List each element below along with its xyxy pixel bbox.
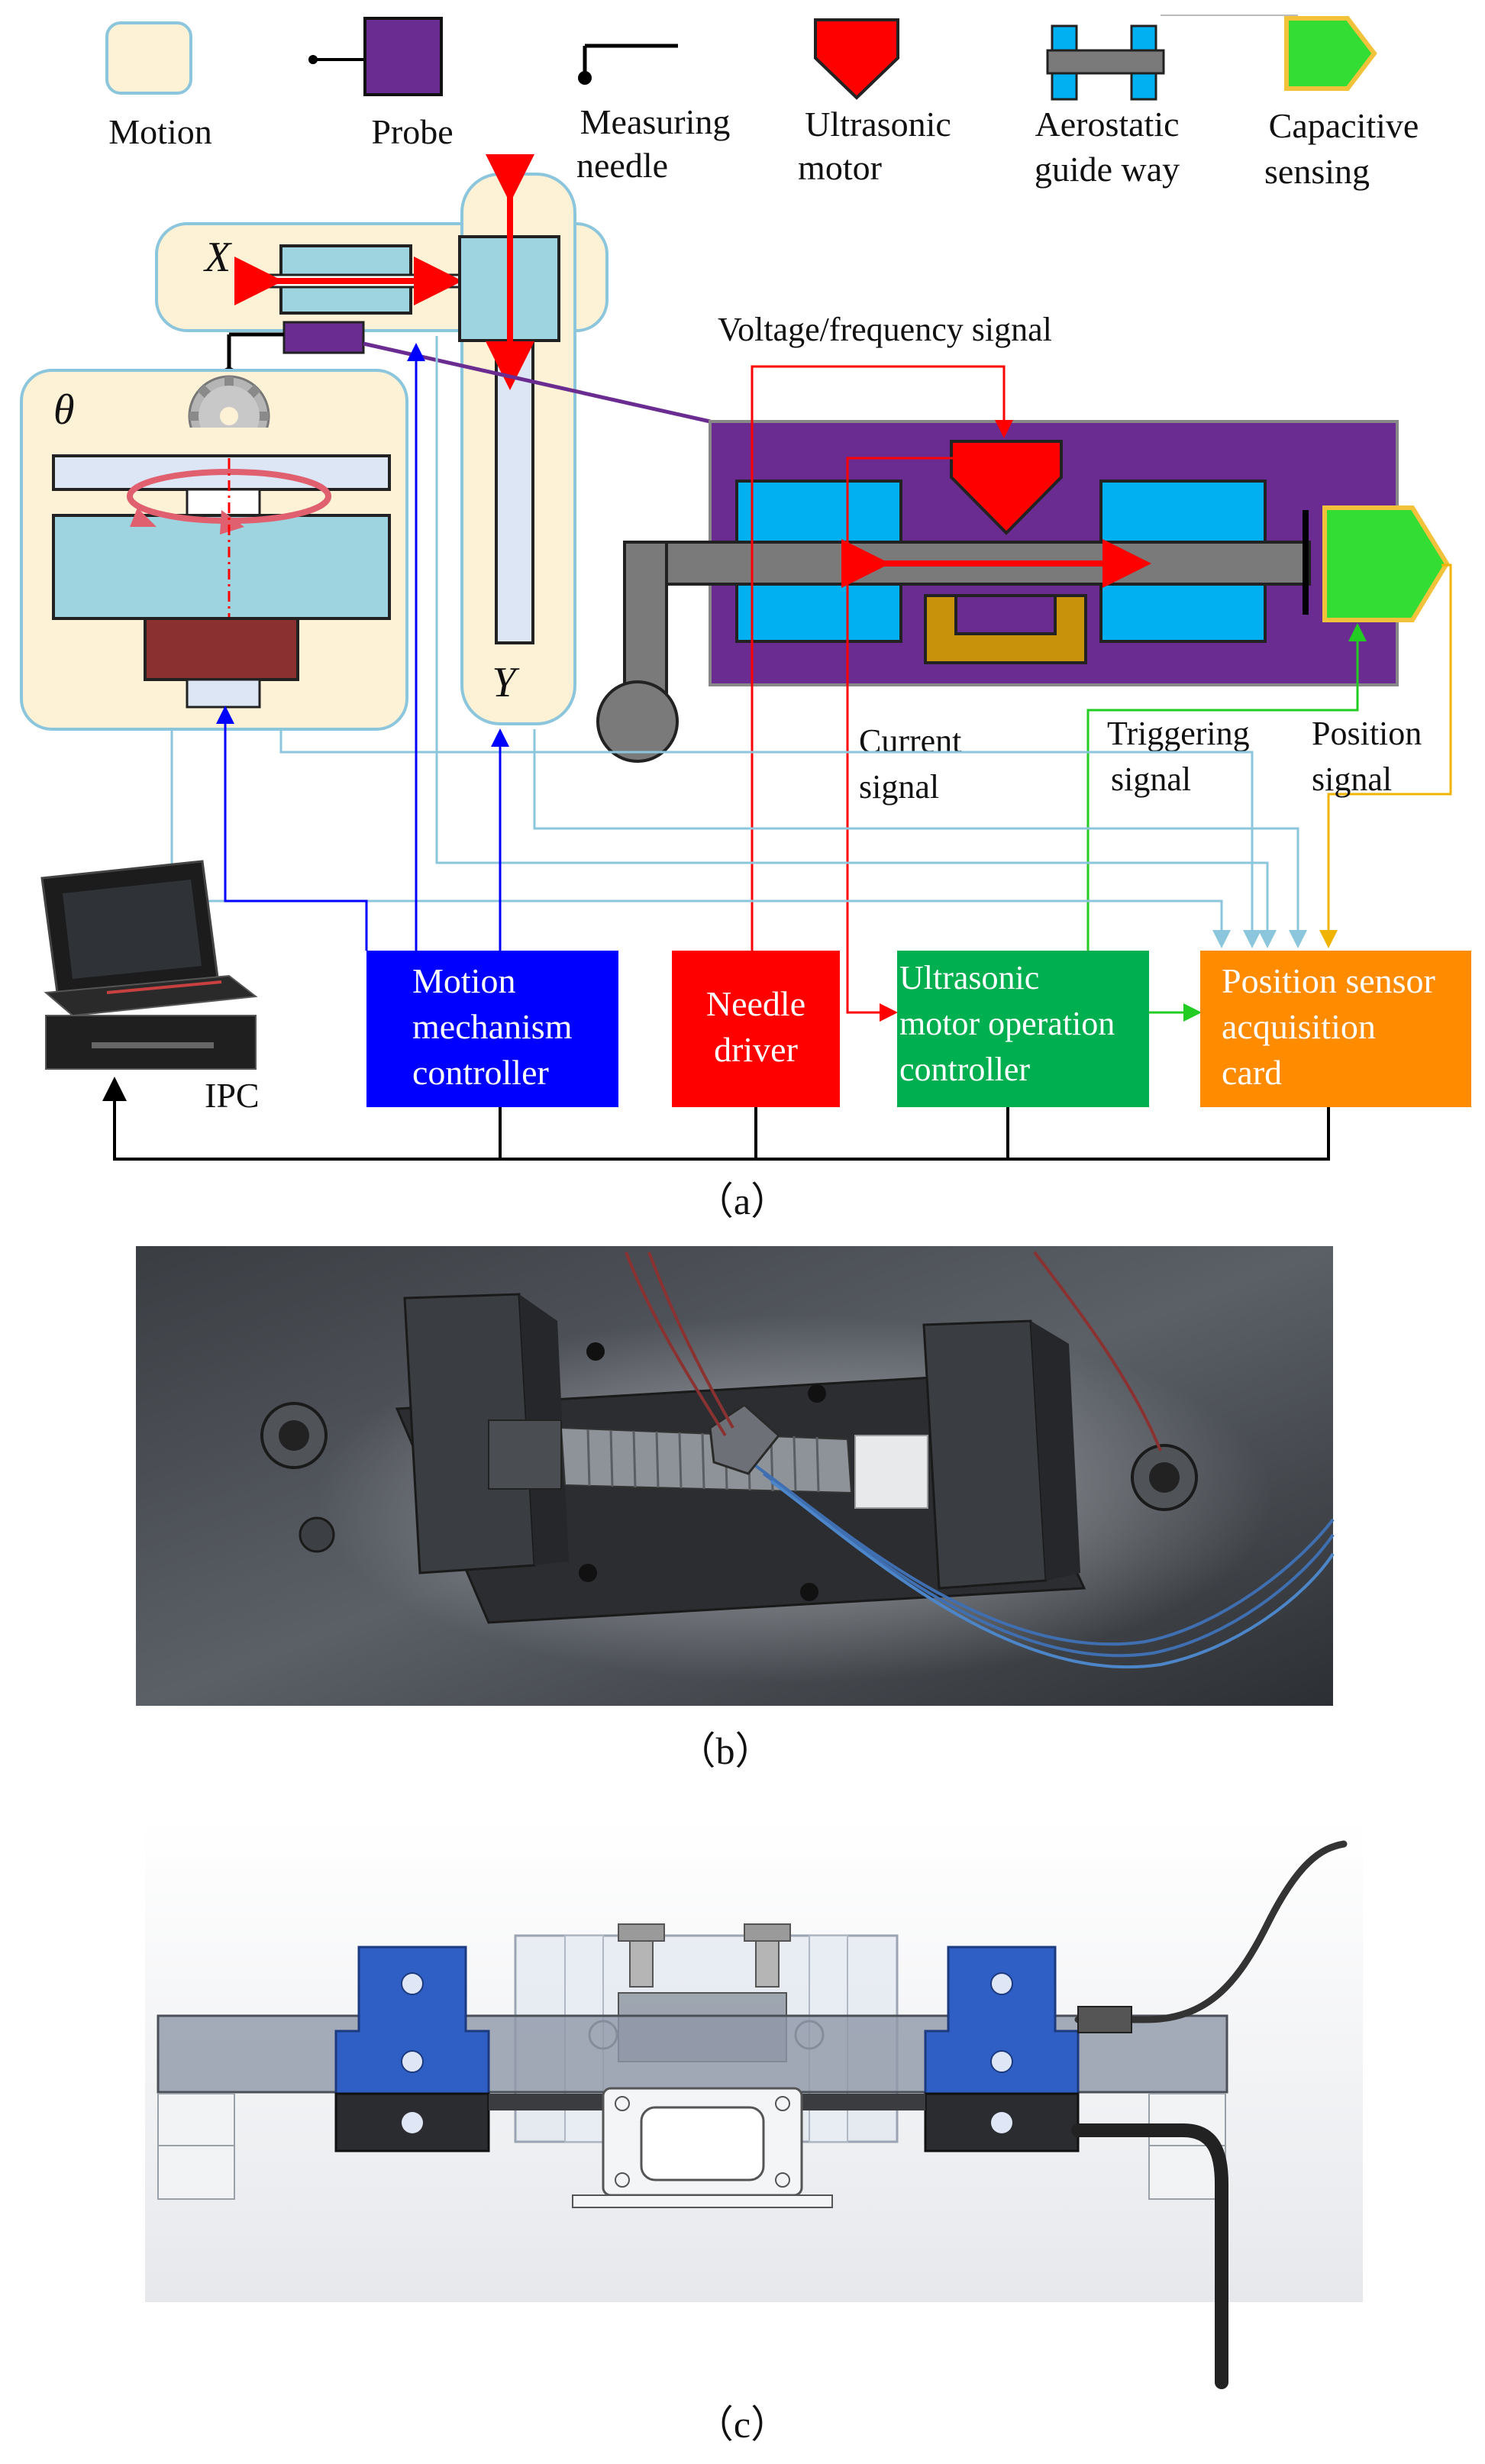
- y-axis-label: Y: [492, 659, 520, 706]
- aerostatic-guide-icon: [1046, 15, 1298, 101]
- sensor-target-block: [854, 1435, 928, 1509]
- legend: Motion Probe Measuring needle Ultrasonic…: [105, 15, 1419, 191]
- ultrasonic-controller-label-1: Ultrasonic: [899, 959, 1039, 996]
- ultrasonic-controller-label-2: motor operation: [899, 1005, 1115, 1042]
- capacitive-sensing-icon: [1284, 16, 1377, 91]
- x-axis-label: X: [203, 234, 233, 281]
- piezo-mechanism: [709, 1403, 781, 1475]
- motor-stator: [924, 594, 1087, 664]
- y-rail: [495, 339, 534, 644]
- position-card-block: [1200, 951, 1471, 1107]
- motion-controller-label-3: controller: [412, 1053, 549, 1092]
- needle-icon: [578, 71, 592, 85]
- needle-driver-label-2: driver: [714, 1030, 798, 1069]
- rack-gear: [560, 1426, 853, 1494]
- right-mount-block: [922, 1319, 1048, 1590]
- legend-aerostatic-label-1: Aerostatic: [1035, 105, 1179, 144]
- position-signal-label-1: Position: [1312, 715, 1422, 752]
- theta-label: θ: [53, 386, 75, 434]
- position-signal-label-2: signal: [1312, 761, 1392, 798]
- legend-aerostatic-label-2: guide way: [1035, 150, 1180, 189]
- schematic: X Y θ: [20, 154, 1471, 1222]
- top-screws: [618, 1923, 791, 1988]
- triggering-signal-label-2: signal: [1111, 761, 1191, 798]
- needle-driver-block: [672, 951, 840, 1107]
- legend-ultrasonic-label-1: Ultrasonic: [805, 105, 951, 144]
- position-card-label-2: acquisition: [1222, 1007, 1376, 1046]
- caption-b: （b）: [678, 1729, 773, 1772]
- current-signal-label-1: Current: [859, 722, 961, 760]
- ipc-label: IPC: [205, 1076, 260, 1115]
- legend-capacitive-label-2: sensing: [1264, 152, 1370, 191]
- legend-probe-label: Probe: [371, 112, 453, 151]
- photo: （b）: [136, 1246, 1335, 1772]
- ultrasonic-controller-label-3: controller: [899, 1051, 1030, 1088]
- probe: [282, 321, 365, 354]
- triggering-signal-label-1: Triggering: [1107, 715, 1250, 752]
- motion-controller-label-2: mechanism: [412, 1007, 573, 1046]
- ultrasonic-motor-icon: [814, 18, 899, 100]
- gear-icon: [168, 375, 290, 458]
- ultrasonic-controller-block: [897, 951, 1149, 1107]
- needle-driver-label-1: Needle: [706, 984, 805, 1023]
- cad-render: （c）: [145, 1821, 1363, 2446]
- sensor-wires: [625, 1251, 1335, 1669]
- legend-probe-swatch: [363, 17, 443, 96]
- capacitive-sensor: [1322, 505, 1450, 622]
- legend-motion-label: Motion: [108, 112, 211, 151]
- ipc-computer-icon: [40, 860, 258, 1070]
- motion-controller-label-1: Motion: [412, 961, 515, 1000]
- counterweight: [596, 680, 679, 763]
- position-card-label-3: card: [1222, 1053, 1282, 1092]
- caption-a: （a）: [696, 1180, 789, 1222]
- probe-tip-icon: [308, 55, 318, 64]
- voltage-signal-label: Voltage/frequency signal: [718, 311, 1052, 348]
- current-signal-label-2: signal: [859, 768, 939, 806]
- position-card-label-1: Position sensor: [1222, 961, 1435, 1000]
- theta-motor: [144, 617, 299, 681]
- legend-motion-swatch: [105, 21, 192, 95]
- caption-c: （c）: [696, 2403, 789, 2446]
- legend-capacitive-label-1: Capacitive: [1269, 106, 1419, 145]
- motion-controller-block: [366, 951, 618, 1107]
- legend-needle-label-2: needle: [576, 146, 668, 185]
- ultrasonic-motor: [950, 440, 1063, 535]
- legend-ultrasonic-label-2: motor: [798, 148, 882, 187]
- cad-cables: [1071, 1840, 1348, 2389]
- legend-needle-label-1: Measuring: [580, 102, 731, 141]
